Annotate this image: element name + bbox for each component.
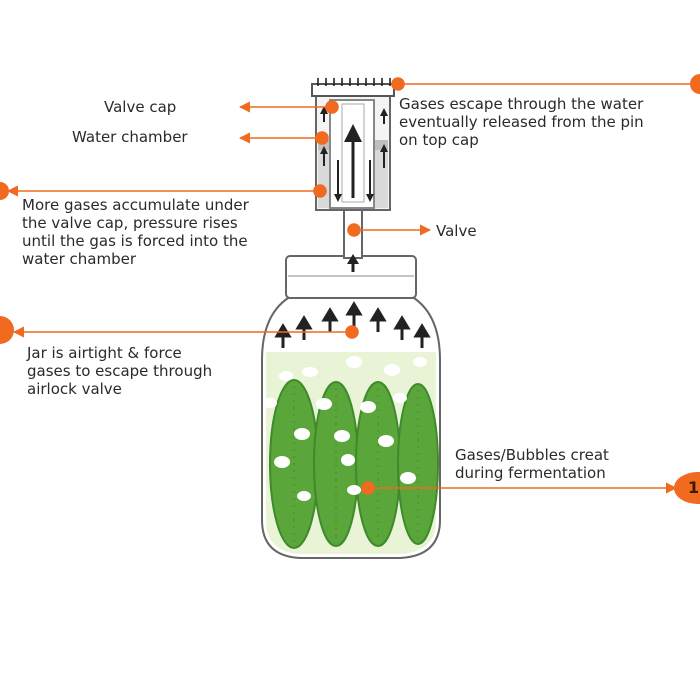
label-water-chamber: Water chamber [72, 128, 188, 146]
label-line: during fermentation [455, 464, 606, 482]
label-line: until the gas is forced into the [22, 232, 248, 250]
label-valve-cap: Valve cap [104, 98, 177, 116]
label-gas-escape: Gases escape through the water eventuall… [399, 95, 699, 149]
label-line: gases to escape through [27, 362, 213, 380]
label-line: Gases escape through the water [399, 95, 644, 113]
edge-marker [0, 316, 14, 344]
label-line: More gases accumulate under [22, 196, 249, 214]
label-line: the valve cap, pressure rises [22, 214, 238, 232]
label-line: Jar is airtight & force [27, 344, 182, 362]
label-valve: Valve [436, 222, 477, 240]
edge-marker [690, 74, 700, 94]
callouts [6, 77, 694, 495]
label-line: Gases/Bubbles creat [455, 446, 609, 464]
label-airtight: Jar is airtight & force gases to escape … [27, 344, 267, 398]
label-bubbles: Gases/Bubbles creat during fermentation [455, 446, 675, 482]
pickles [269, 379, 439, 549]
gas-bubbles [263, 356, 427, 501]
label-line: water chamber [22, 250, 136, 268]
vent-pins [317, 78, 391, 86]
gas-rise-arrows [274, 301, 431, 348]
edge-marker [0, 182, 9, 200]
step-number: 1 [688, 478, 700, 497]
label-line: on top cap [399, 131, 479, 149]
top-cap [311, 83, 395, 97]
label-line: eventually released from the pin [399, 113, 644, 131]
step-badge [674, 472, 700, 504]
jar-lid [285, 255, 417, 299]
pickle [397, 383, 439, 545]
label-line: airlock valve [27, 380, 122, 398]
label-accumulate: More gases accumulate under the valve ca… [22, 196, 322, 268]
